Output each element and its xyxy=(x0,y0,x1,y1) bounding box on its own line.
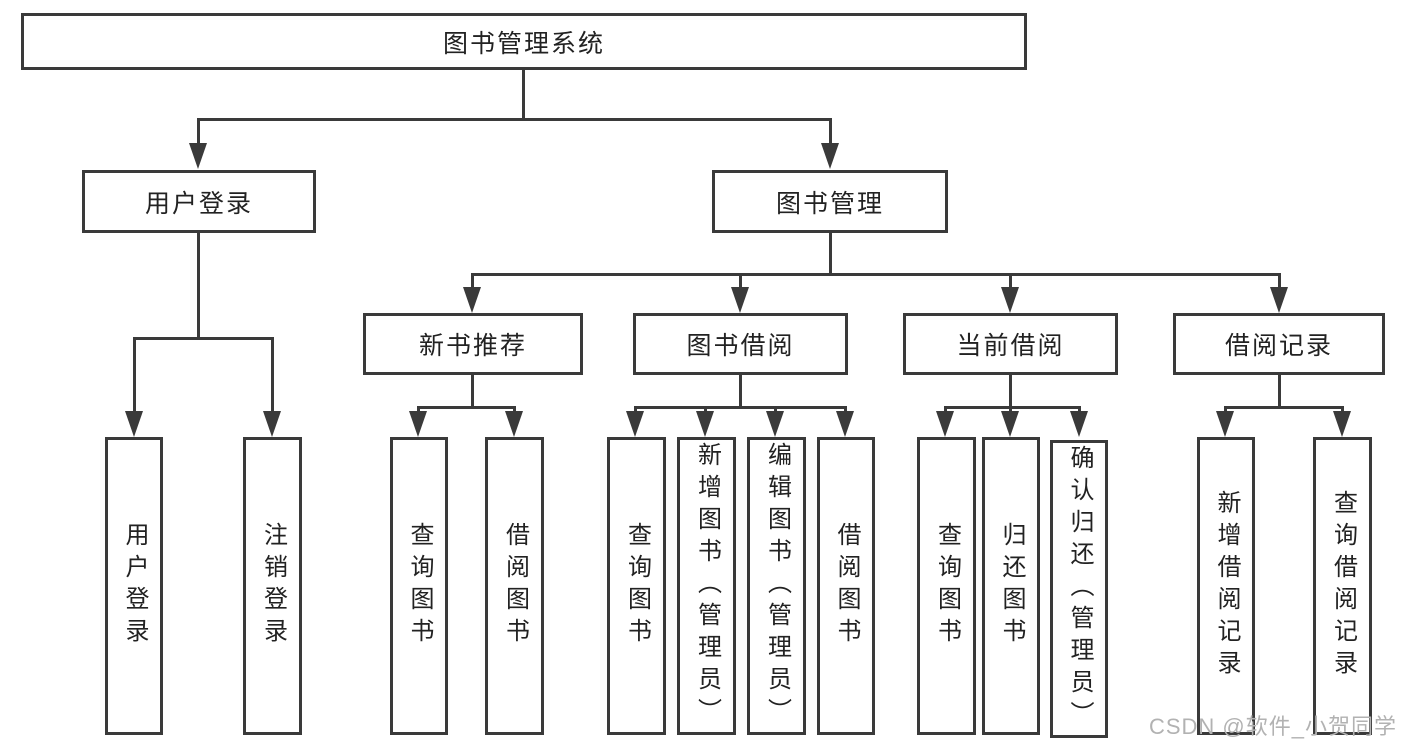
connector-group-rail xyxy=(945,406,1080,409)
node-book-management: 图书管理 xyxy=(712,170,948,233)
leaf-logout: 注销登录 xyxy=(243,437,302,735)
arrowhead-down-icon xyxy=(505,411,523,437)
leaf-recommend-query-books: 查询图书 xyxy=(390,437,448,735)
arrowhead-down-icon xyxy=(1001,287,1019,313)
node-borrow-records: 借阅记录 xyxy=(1173,313,1385,375)
node-label: 编辑图书（管理员） xyxy=(763,442,791,730)
node-label: 图书管理 xyxy=(775,189,884,218)
arrowhead-down-icon xyxy=(189,143,207,169)
connector-root-stem xyxy=(522,70,525,118)
connector-leaf-stem xyxy=(417,406,420,414)
connector-book-mgmt-stem xyxy=(829,118,832,146)
arrowhead-down-icon xyxy=(821,143,839,169)
leaf-query-borrow-record: 查询借阅记录 xyxy=(1313,437,1372,735)
node-label: 借阅图书 xyxy=(501,522,529,650)
connector-branch-stem xyxy=(471,273,474,289)
arrowhead-down-icon xyxy=(125,411,143,437)
arrowhead-down-icon xyxy=(936,411,954,437)
connector-leaf-stem xyxy=(944,406,947,414)
node-label: 查询借阅记录 xyxy=(1329,490,1357,682)
node-label: 查询图书 xyxy=(406,522,433,650)
arrowhead-down-icon xyxy=(1270,287,1288,313)
connector-leaf-stem xyxy=(634,406,637,414)
node-book-borrow: 图书借阅 xyxy=(633,313,848,375)
connector-branch-stem xyxy=(739,273,742,289)
leaf-add-book-admin: 新增图书（管理员） xyxy=(677,437,736,735)
arrowhead-down-icon xyxy=(463,287,481,313)
leaf-user-login: 用户登录 xyxy=(105,437,163,735)
connector-group-stem xyxy=(471,375,474,406)
node-label: 图书管理系统 xyxy=(442,29,605,58)
arrowhead-down-icon xyxy=(731,287,749,313)
node-label: 查询图书 xyxy=(933,522,961,650)
node-current-borrow: 当前借阅 xyxy=(903,313,1118,375)
connector-leaf-stem xyxy=(133,337,136,413)
node-label: 用户登录 xyxy=(144,189,253,218)
connector-branch-stem xyxy=(1278,273,1281,289)
node-label: 用户登录 xyxy=(121,522,148,650)
arrowhead-down-icon xyxy=(766,411,784,437)
connector-login-group-rail xyxy=(134,337,274,340)
leaf-confirm-return-admin: 确认归还（管理员） xyxy=(1050,440,1108,738)
watermark: CSDN @软件_小贺同学 xyxy=(1148,714,1397,739)
node-label: 新书推荐 xyxy=(418,332,527,360)
connector-group-stem xyxy=(1278,375,1281,406)
arrowhead-down-icon xyxy=(696,411,714,437)
connector-leaf-stem xyxy=(704,406,707,414)
connector-leaf-stem xyxy=(774,406,777,414)
node-label: 借阅记录 xyxy=(1224,332,1333,360)
connector-leaf-stem xyxy=(1224,406,1227,414)
node-label: 图书借阅 xyxy=(686,332,795,360)
arrowhead-down-icon xyxy=(1070,411,1088,437)
arrowhead-down-icon xyxy=(409,411,427,437)
connector-mgmt-group-rail xyxy=(472,273,1280,276)
leaf-add-borrow-record: 新增借阅记录 xyxy=(1197,437,1255,735)
leaf-borrow-query-books: 查询图书 xyxy=(607,437,666,735)
connector-leaf-stem xyxy=(1009,406,1012,414)
leaf-current-query-books: 查询图书 xyxy=(917,437,976,735)
leaf-edit-book-admin: 编辑图书（管理员） xyxy=(747,437,806,735)
connector-leaf-stem xyxy=(513,406,516,414)
arrowhead-down-icon xyxy=(1001,411,1019,437)
node-label: 借阅图书 xyxy=(833,522,860,650)
connector-group-rail xyxy=(635,406,847,409)
node-label: 新增借阅记录 xyxy=(1213,490,1240,682)
connector-leaf-stem xyxy=(844,406,847,414)
connector-group-stem xyxy=(739,375,742,406)
arrowhead-down-icon xyxy=(1216,411,1234,437)
node-new-book-recommend: 新书推荐 xyxy=(363,313,583,375)
arrowhead-down-icon xyxy=(263,411,281,437)
node-label: 注销登录 xyxy=(259,522,287,650)
arrowhead-down-icon xyxy=(836,411,854,437)
connector-group-rail xyxy=(1225,406,1343,409)
connector-user-login-stem xyxy=(197,118,200,146)
connector-group-rail xyxy=(418,406,516,409)
node-user-login: 用户登录 xyxy=(82,170,316,233)
connector-group-stem xyxy=(1009,375,1012,406)
connector-leaf-stem xyxy=(271,337,274,413)
node-label: 查询图书 xyxy=(623,522,651,650)
connector-login-group-stem xyxy=(197,233,200,337)
leaf-recommend-borrow-books: 借阅图书 xyxy=(485,437,544,735)
node-label: 当前借阅 xyxy=(956,332,1065,360)
node-root-library-system: 图书管理系统 xyxy=(21,13,1027,70)
leaf-return-book: 归还图书 xyxy=(982,437,1040,735)
node-label: 归还图书 xyxy=(998,522,1025,650)
connector-leaf-stem xyxy=(1341,406,1344,414)
connector-branch-stem xyxy=(1009,273,1012,289)
arrowhead-down-icon xyxy=(1333,411,1351,437)
leaf-borrow-books: 借阅图书 xyxy=(817,437,875,735)
node-label: 新增图书（管理员） xyxy=(693,442,721,730)
arrowhead-down-icon xyxy=(626,411,644,437)
node-label: 确认归还（管理员） xyxy=(1066,445,1093,733)
connector-root-rail xyxy=(198,118,831,121)
connector-mgmt-group-stem xyxy=(829,233,832,273)
connector-leaf-stem xyxy=(1078,406,1081,414)
